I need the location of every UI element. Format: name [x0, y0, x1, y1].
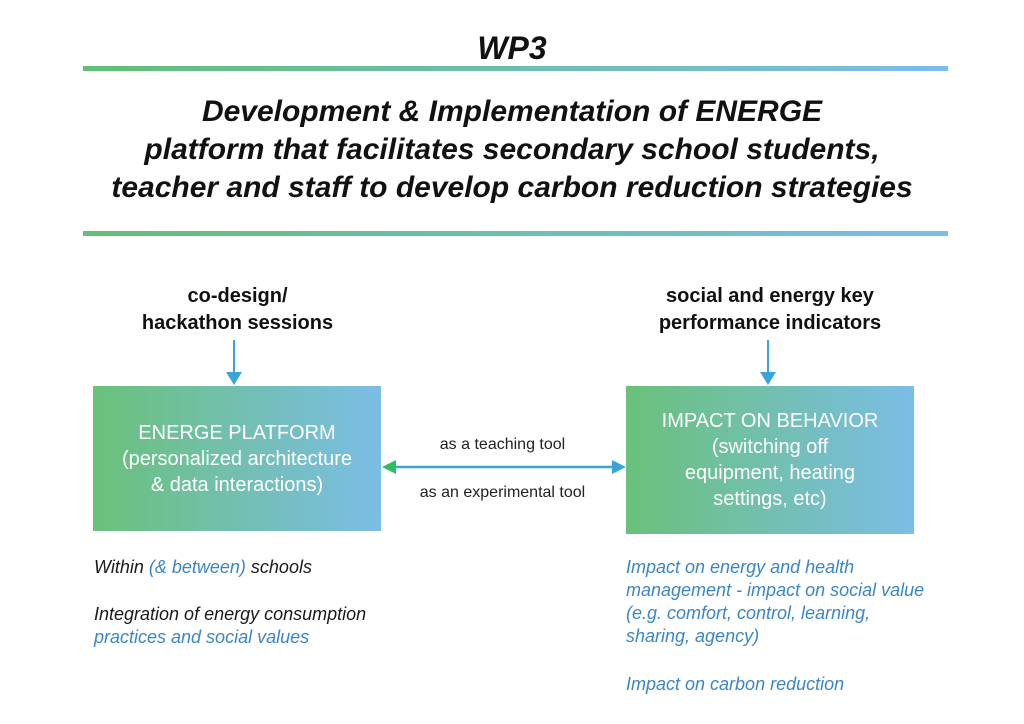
left-input-line: hackathon sessions	[141, 312, 334, 334]
impact-on-behavior-box: IMPACT ON BEHAVIOR (switching off equipm…	[626, 386, 914, 534]
connector-arrow-right	[612, 460, 626, 474]
box-line: settings, etc)	[713, 488, 827, 510]
connector-arrow-left	[382, 460, 396, 474]
page-title: WP3	[477, 30, 547, 66]
impact-note-line: Impact on energy and health	[626, 557, 855, 577]
right-input-arrow-shaft	[767, 340, 769, 374]
headline: Development & Implementation of ENERGE p…	[60, 93, 964, 207]
left-input-arrow-shaft	[233, 340, 235, 374]
left-input-line: co-design/	[187, 285, 288, 307]
top-divider	[83, 66, 948, 71]
box-line: equipment, heating	[684, 462, 856, 484]
within-schools-note: Within (& between) schools	[94, 556, 312, 579]
carbon-reduction-note: Impact on carbon reduction	[626, 674, 845, 694]
headline-line: teacher and staff to develop carbon redu…	[111, 171, 913, 204]
connector-label-experimental: as an experimental tool	[419, 484, 586, 501]
bottom-divider	[83, 231, 948, 236]
left-input-arrow-head	[226, 372, 242, 385]
note-text: Within	[94, 557, 149, 577]
impact-note-line: management - impact on social value	[626, 580, 925, 600]
left-input-label: co-design/ hackathon sessions	[110, 283, 365, 337]
right-input-line: performance indicators	[658, 312, 882, 334]
box-line: ENERGE PLATFORM	[138, 421, 336, 444]
box-line: (personalized architecture	[121, 447, 353, 470]
integration-note-line: Integration of energy consumption	[94, 604, 367, 624]
headline-line: platform that facilitates secondary scho…	[144, 133, 880, 166]
headline-line: Development & Implementation of ENERGE	[201, 95, 823, 128]
box-line: (switching off	[711, 436, 829, 458]
energe-platform-box: ENERGE PLATFORM (personalized architectu…	[93, 386, 381, 531]
right-input-line: social and energy key	[666, 285, 874, 307]
box-line: IMPACT ON BEHAVIOR	[661, 410, 879, 432]
note-text-highlight: (& between)	[148, 557, 246, 577]
impact-note-line: (e.g. comfort, control, learning,	[626, 603, 871, 623]
impact-note-line: sharing, agency)	[626, 626, 760, 646]
connector-label-teaching: as a teaching tool	[439, 436, 566, 453]
integration-note-line: practices and social values	[94, 627, 310, 647]
right-input-label: social and energy key performance indica…	[620, 283, 920, 337]
right-input-arrow-head	[760, 372, 776, 385]
bidirectional-arrow	[382, 460, 626, 474]
box-line: & data interactions)	[150, 473, 324, 496]
note-text: schools	[245, 557, 312, 577]
